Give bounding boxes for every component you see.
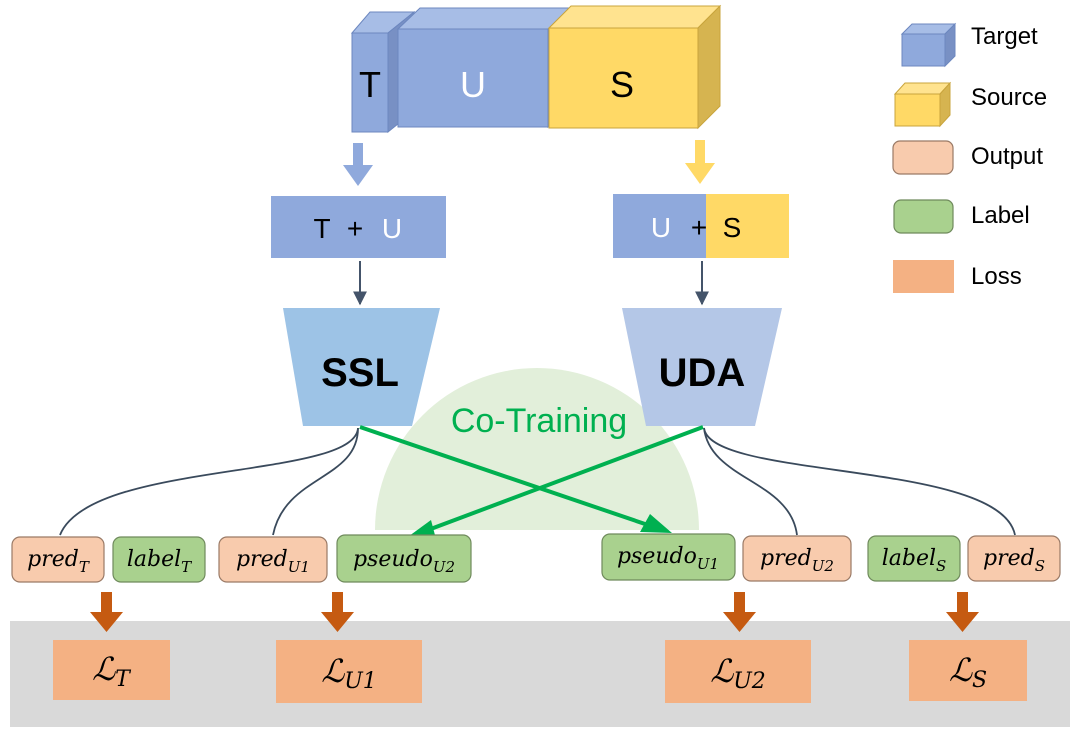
svg-text:pseudoU2: pseudoU2 [353, 547, 455, 576]
pred-u1-base: pred [236, 547, 288, 572]
pseudo-u1-base: pseudo [617, 544, 697, 569]
label-label-s: labelS [867, 535, 961, 582]
legend-label-output: Output [971, 143, 1043, 170]
output-pred-t: predT [11, 536, 105, 583]
mix-left-box [271, 196, 446, 258]
label-s-base: label [882, 546, 936, 571]
svg-text:predT: predT [27, 547, 90, 576]
pred-u2-base: pred [760, 546, 812, 571]
legend-label-source: Source [971, 84, 1047, 111]
svg-text:ℒT: ℒT [92, 650, 132, 692]
output-pred-u2: predU2 [742, 535, 852, 582]
orange-arrow-l-t [90, 592, 123, 632]
label-pseudo-u2: pseudoU2 [336, 534, 472, 583]
pseudo-u1-sub: U1 [697, 555, 719, 573]
loss-l-t: ℒT [53, 640, 170, 700]
output-swatch-icon [892, 140, 954, 175]
loss-l-s: ℒS [909, 640, 1027, 701]
uda-model [622, 308, 782, 426]
loss-t-sub: T [115, 667, 132, 692]
output-pred-s: predS [967, 535, 1061, 582]
block-label-u: U [460, 64, 486, 105]
output-pred-u1: predU1 [218, 536, 328, 583]
source-cube-icon [893, 81, 952, 128]
mix-right-plus: + [691, 212, 707, 243]
ssl-label: SSL [321, 351, 399, 395]
svg-text:predU2: predU2 [760, 546, 834, 575]
loss-t-base: ℒ [92, 650, 116, 688]
orange-arrow-l-s [946, 592, 979, 632]
svg-text:pseudoU1: pseudoU1 [617, 544, 719, 573]
ssl-model [283, 308, 440, 426]
label-t-base: label [127, 547, 181, 572]
mix-left-b: U [382, 213, 402, 244]
pred-s-base: pred [983, 546, 1035, 571]
loss-u2-sub: U2 [733, 669, 766, 694]
loss-l-u2: ℒU2 [665, 640, 811, 703]
pseudo-u2-sub: U2 [433, 558, 455, 576]
pred-t-base: pred [27, 547, 79, 572]
block-label-s: S [610, 64, 634, 105]
pred-u2-sub: U2 [812, 557, 834, 575]
label-pseudo-u1: pseudoU1 [601, 533, 736, 581]
svg-text:predU1: predU1 [236, 547, 310, 576]
block-label-t: T [359, 64, 381, 105]
label-swatch-icon [893, 199, 954, 234]
loss-u1-base: ℒ [321, 652, 345, 690]
cotraining-cross-arrows [359, 425, 704, 539]
orange-arrow-l-u2 [723, 592, 756, 632]
svg-text:predS: predS [983, 546, 1045, 575]
loss-floor-band [10, 621, 1070, 727]
svg-text:ℒU1: ℒU1 [321, 652, 377, 694]
legend-label-label: Label [971, 202, 1030, 229]
pred-s-sub: S [1035, 557, 1045, 575]
label-s-sub: S [936, 557, 946, 575]
loss-u1-sub: U1 [344, 669, 377, 694]
mix-left-a: T [313, 213, 330, 244]
uda-label: UDA [659, 351, 746, 395]
mix-right-b: S [723, 212, 742, 243]
source-block-s [547, 4, 722, 130]
cotraining-dome [375, 368, 699, 530]
loss-s-base: ℒ [949, 651, 973, 689]
pred-u1-sub: U1 [288, 558, 310, 576]
ssl-to-pred-u1-curve [272, 427, 359, 536]
svg-text:ℒU2: ℒU2 [710, 652, 766, 694]
blue-down-arrow [343, 143, 373, 186]
legend: Target Source Output Label Loss [892, 22, 1047, 293]
orange-arrow-l-u1 [321, 592, 354, 632]
loss-s-sub: S [972, 668, 987, 693]
pseudo-u2-base: pseudo [353, 547, 433, 572]
uda-to-pred-s-curve [703, 427, 1016, 536]
mix-right-a: U [651, 212, 671, 243]
ssl-to-pred-t-curve [59, 427, 359, 536]
svg-text:ℒS: ℒS [949, 651, 987, 693]
uda-to-pred-u2-curve [703, 427, 798, 536]
loss-swatch-icon [893, 260, 954, 293]
label-t-sub: T [181, 558, 192, 576]
cotraining-label: Co-Training [451, 402, 627, 440]
loss-l-u1: ℒU1 [276, 640, 422, 703]
yellow-down-arrow [685, 140, 715, 184]
legend-label-target: Target [971, 23, 1038, 50]
label-label-t: labelT [112, 536, 206, 583]
mix-left-plus: + [347, 213, 363, 244]
mix-right-box-source [706, 194, 789, 258]
mix-right-box-target [613, 194, 706, 258]
pred-t-sub: T [79, 558, 90, 576]
loss-u2-base: ℒ [710, 652, 734, 690]
svg-text:labelT: labelT [127, 547, 192, 576]
svg-text:labelS: labelS [882, 546, 947, 575]
legend-label-loss: Loss [971, 263, 1022, 290]
target-cube-icon [900, 22, 957, 68]
